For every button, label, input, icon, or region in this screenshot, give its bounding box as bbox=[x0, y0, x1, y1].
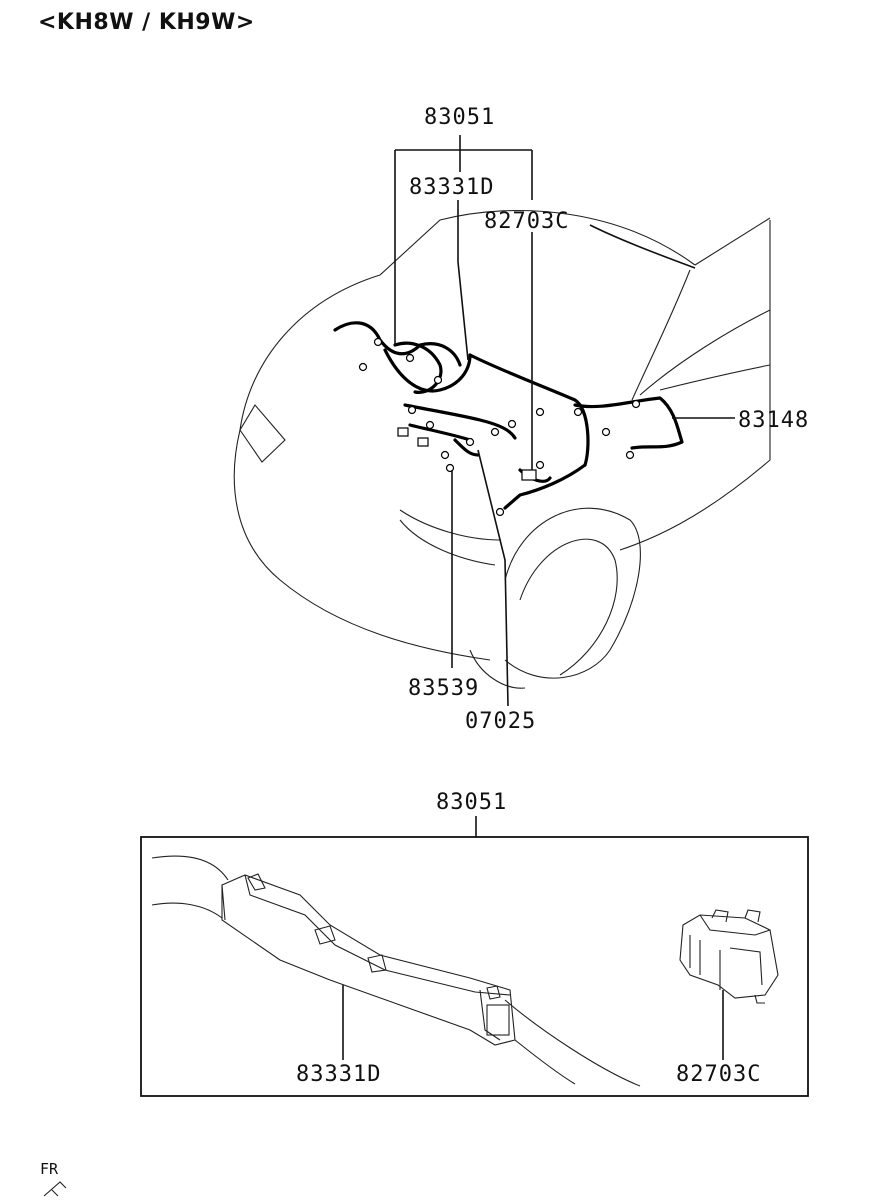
harness-connectors bbox=[358, 337, 641, 517]
connector-block-detail bbox=[679, 909, 779, 1004]
leader-lines-top bbox=[394, 135, 735, 707]
direction-mark: FR bbox=[40, 1160, 59, 1178]
detail-box bbox=[140, 836, 809, 1097]
label-83539: 83539 bbox=[408, 676, 479, 701]
label-82703C-bottom: 82703C bbox=[676, 1062, 761, 1087]
page-title: <KH8W / KH9W> bbox=[38, 10, 255, 35]
harness-protector-detail bbox=[151, 855, 641, 1087]
label-07025: 07025 bbox=[465, 709, 536, 734]
car-body-outline bbox=[233, 209, 771, 689]
label-83148: 83148 bbox=[738, 408, 809, 433]
label-82703C-top: 82703C bbox=[484, 209, 569, 234]
label-83051-bottom: 83051 bbox=[436, 790, 507, 815]
label-83051-top: 83051 bbox=[424, 105, 495, 130]
label-83331D-top: 83331D bbox=[409, 175, 494, 200]
label-83331D-bottom: 83331D bbox=[296, 1062, 381, 1087]
front-arrow-icon bbox=[43, 1181, 67, 1197]
wiring-harness bbox=[333, 321, 684, 510]
